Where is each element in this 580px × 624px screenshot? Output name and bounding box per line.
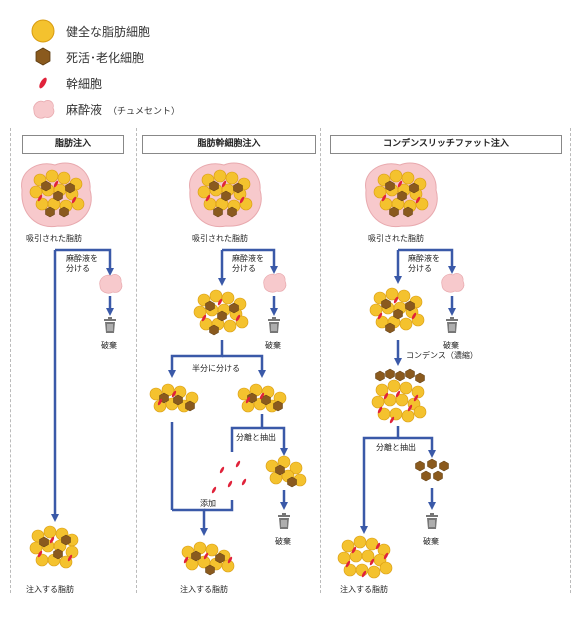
column-title-stem-cell-injection: 脂肪幹細胞注入 xyxy=(142,135,316,154)
remaining-fat-cluster xyxy=(265,455,307,488)
legend-item-anesthetic: 麻酔液（チュメセント） xyxy=(30,96,180,122)
legend-item-healthy-fat: 健全な脂肪細胞 xyxy=(30,18,180,44)
label-discard: 破棄 xyxy=(265,341,281,350)
label-separate-extract: 分離と抽出 xyxy=(236,433,276,442)
separated-dead-cells xyxy=(415,458,449,482)
suctioned-fat-cluster xyxy=(365,162,438,228)
label-discard: 破棄 xyxy=(423,537,439,546)
trash-icon xyxy=(425,512,439,530)
label-add: 添加 xyxy=(200,499,216,508)
label-condense: コンデンス（濃縮） xyxy=(406,351,478,360)
injection-fat-cluster xyxy=(29,525,79,569)
anesthetic-icon xyxy=(30,96,66,122)
label-suctioned-fat: 吸引された脂肪 xyxy=(368,234,424,243)
label-separate-extract: 分離と抽出 xyxy=(376,443,416,452)
label-separate-anesthetic: 麻酔液を 分ける xyxy=(66,254,98,273)
half-fat-cluster-right xyxy=(237,383,287,413)
condensed-fat-cluster xyxy=(371,368,427,424)
legend-label: 死活･老化細胞 xyxy=(66,50,145,65)
label-injection-fat: 注入する脂肪 xyxy=(26,585,74,594)
healthy-fat-cell-icon xyxy=(30,18,66,44)
column-divider xyxy=(10,128,11,593)
anesthetic-icon xyxy=(441,273,465,293)
separated-fat-cluster xyxy=(193,289,249,336)
trash-icon xyxy=(277,512,291,530)
injection-fat-cluster xyxy=(181,541,235,576)
label-injection-fat: 注入する脂肪 xyxy=(180,585,228,594)
dead-aged-cell-icon xyxy=(30,44,66,70)
suctioned-fat-cluster xyxy=(21,162,92,228)
legend-label: 幹細胞 xyxy=(66,76,103,91)
extracted-stem-cells xyxy=(210,460,248,494)
legend-item-dead-cell: 死活･老化細胞 xyxy=(30,44,180,70)
separated-fat-cluster xyxy=(369,287,425,334)
anesthetic-icon xyxy=(99,274,123,294)
legend-item-stem-cell: 幹細胞 xyxy=(30,70,180,96)
label-suctioned-fat: 吸引された脂肪 xyxy=(192,234,248,243)
label-separate-anesthetic: 麻酔液を 分ける xyxy=(408,254,440,273)
suctioned-fat-cluster xyxy=(189,162,262,228)
trash-icon xyxy=(103,316,117,334)
legend: 健全な脂肪細胞 死活･老化細胞 幹細胞 麻酔液（チュメセント） xyxy=(30,18,180,122)
column-divider xyxy=(570,128,571,593)
trash-icon xyxy=(267,316,281,334)
column-divider xyxy=(136,128,137,593)
anesthetic-icon xyxy=(263,273,287,293)
legend-label: 麻酔液（チュメセント） xyxy=(66,102,181,117)
column-title-fat-injection: 脂肪注入 xyxy=(22,135,124,154)
label-discard: 破棄 xyxy=(101,341,117,350)
injection-fat-cluster xyxy=(337,535,393,579)
column-divider xyxy=(320,128,321,593)
label-halve: 半分に分ける xyxy=(192,364,240,373)
label-separate-anesthetic: 麻酔液を 分ける xyxy=(232,254,264,273)
stem-cell-icon xyxy=(30,70,66,96)
label-injection-fat: 注入する脂肪 xyxy=(340,585,388,594)
column-title-condense-rich-fat: コンデンスリッチファット注入 xyxy=(330,135,562,154)
label-suctioned-fat: 吸引された脂肪 xyxy=(26,234,82,243)
trash-icon xyxy=(445,316,459,334)
legend-label: 健全な脂肪細胞 xyxy=(66,24,151,39)
label-discard: 破棄 xyxy=(275,537,291,546)
half-fat-cluster-left xyxy=(149,383,199,413)
label-discard: 破棄 xyxy=(443,341,459,350)
